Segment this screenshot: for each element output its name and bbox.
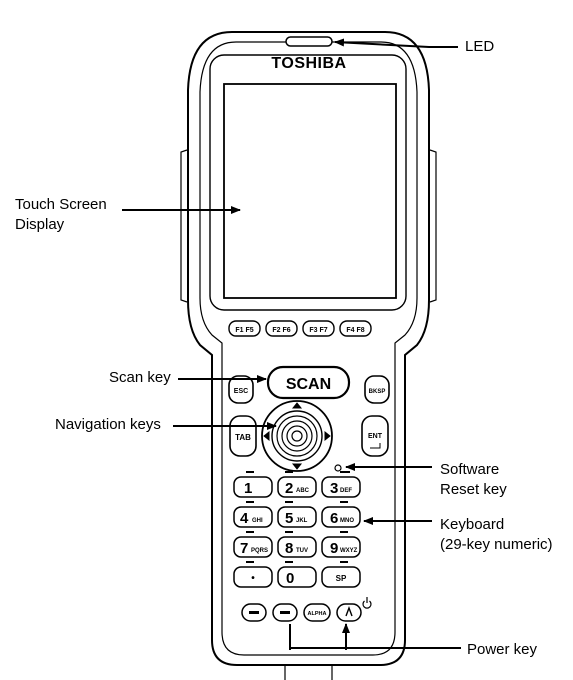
svg-text:4: 4 bbox=[240, 510, 249, 527]
power-key-leader bbox=[290, 624, 461, 650]
svg-text:9: 9 bbox=[330, 540, 338, 557]
key-3[interactable]: 3 DEF bbox=[322, 477, 360, 497]
svg-text:7: 7 bbox=[240, 540, 248, 557]
power-key-label: Power key bbox=[467, 640, 537, 660]
alpha-key[interactable]: ALPHA bbox=[304, 604, 330, 621]
svg-text:SP: SP bbox=[336, 574, 347, 583]
svg-text:2: 2 bbox=[285, 480, 293, 497]
software-reset-label-line2: Reset key bbox=[440, 480, 507, 500]
touch-screen-label-line1: Touch Screen bbox=[15, 195, 107, 215]
svg-text:ENT: ENT bbox=[368, 433, 383, 440]
svg-text:F2 F6: F2 F6 bbox=[272, 327, 290, 334]
svg-text:TAB: TAB bbox=[235, 433, 251, 442]
power-symbol-icon bbox=[363, 597, 371, 608]
svg-text:1: 1 bbox=[244, 480, 252, 497]
svg-text:PQRS: PQRS bbox=[251, 548, 268, 554]
software-reset-hole[interactable] bbox=[335, 465, 341, 471]
touch-screen-label-line2: Display bbox=[15, 215, 107, 235]
key-minus-left[interactable] bbox=[242, 604, 266, 621]
key-1[interactable]: 1 bbox=[234, 477, 272, 497]
key-2[interactable]: 2 ABC bbox=[278, 477, 316, 497]
key-4[interactable]: 4 GHI bbox=[234, 507, 272, 527]
svg-text:JKL: JKL bbox=[296, 518, 308, 524]
svg-text:0: 0 bbox=[286, 570, 294, 587]
software-reset-label: Software Reset key bbox=[440, 460, 507, 500]
keyboard-label-line2: (29-key numeric) bbox=[440, 535, 553, 555]
led-leader bbox=[335, 42, 458, 47]
keyboard-label: Keyboard (29-key numeric) bbox=[440, 515, 553, 555]
key-6[interactable]: 6 MNO bbox=[322, 507, 360, 527]
svg-text:ESC: ESC bbox=[234, 388, 248, 395]
svg-text:F1 F5: F1 F5 bbox=[235, 327, 253, 334]
svg-text:TUV: TUV bbox=[296, 548, 308, 554]
tab-key[interactable]: TAB bbox=[230, 416, 256, 456]
led-indicator bbox=[286, 37, 332, 46]
svg-text:6: 6 bbox=[330, 510, 338, 527]
svg-text:5: 5 bbox=[285, 510, 293, 527]
led-label: LED bbox=[465, 37, 494, 57]
svg-text:ALPHA: ALPHA bbox=[308, 611, 327, 617]
key-dot[interactable]: • bbox=[234, 567, 272, 587]
bksp-key[interactable]: BKSP bbox=[365, 376, 389, 403]
function-key-f4[interactable]: F4 F8 bbox=[340, 321, 371, 336]
scan-key-label: Scan key bbox=[109, 368, 171, 388]
svg-text:F4 F8: F4 F8 bbox=[346, 327, 364, 334]
scan-key[interactable]: SCAN bbox=[268, 367, 349, 398]
svg-text:SCAN: SCAN bbox=[286, 376, 331, 393]
key-8[interactable]: 8 TUV bbox=[278, 537, 316, 557]
function-key-row: F1 F5 F2 F6 F3 F7 F4 F8 bbox=[229, 321, 371, 336]
key-0[interactable]: 0 bbox=[278, 567, 316, 587]
svg-text:DEF: DEF bbox=[340, 488, 352, 494]
nav-up-arrow-icon bbox=[293, 403, 301, 408]
svg-text:3: 3 bbox=[330, 480, 338, 497]
function-key-f3[interactable]: F3 F7 bbox=[303, 321, 334, 336]
nav-down-arrow-icon bbox=[293, 464, 301, 469]
function-key-f1[interactable]: F1 F5 bbox=[229, 321, 260, 336]
key-minus-right[interactable] bbox=[273, 604, 297, 621]
svg-text:ABC: ABC bbox=[296, 488, 310, 494]
touch-screen-label: Touch Screen Display bbox=[15, 195, 107, 235]
brand-logo: TOSHIBA bbox=[271, 55, 346, 72]
svg-text:WXYZ: WXYZ bbox=[340, 548, 358, 554]
svg-text:F3 F7: F3 F7 bbox=[309, 327, 327, 334]
svg-text:BKSP: BKSP bbox=[369, 389, 386, 395]
svg-text:•: • bbox=[251, 573, 255, 584]
key-5[interactable]: 5 JKL bbox=[278, 507, 316, 527]
bottom-key-row: ALPHA bbox=[242, 597, 371, 621]
svg-text:GHI: GHI bbox=[252, 518, 263, 524]
key-sp[interactable]: SP bbox=[322, 567, 360, 587]
touch-screen-display[interactable] bbox=[224, 84, 396, 298]
software-reset-label-line1: Software bbox=[440, 460, 507, 480]
key-7[interactable]: 7 PQRS bbox=[234, 537, 272, 557]
navigation-keys[interactable] bbox=[262, 401, 332, 471]
key-9[interactable]: 9 WXYZ bbox=[322, 537, 360, 557]
svg-text:8: 8 bbox=[285, 540, 293, 557]
navigation-keys-label: Navigation keys bbox=[55, 415, 161, 435]
nav-right-arrow-icon bbox=[325, 432, 330, 440]
function-key-f2[interactable]: F2 F6 bbox=[266, 321, 297, 336]
ent-key[interactable]: ENT bbox=[362, 416, 388, 456]
power-key[interactable] bbox=[337, 604, 361, 621]
esc-key[interactable]: ESC bbox=[229, 376, 253, 403]
keyboard-label-line1: Keyboard bbox=[440, 515, 553, 535]
svg-text:MNO: MNO bbox=[340, 518, 354, 524]
nav-left-arrow-icon bbox=[264, 432, 269, 440]
